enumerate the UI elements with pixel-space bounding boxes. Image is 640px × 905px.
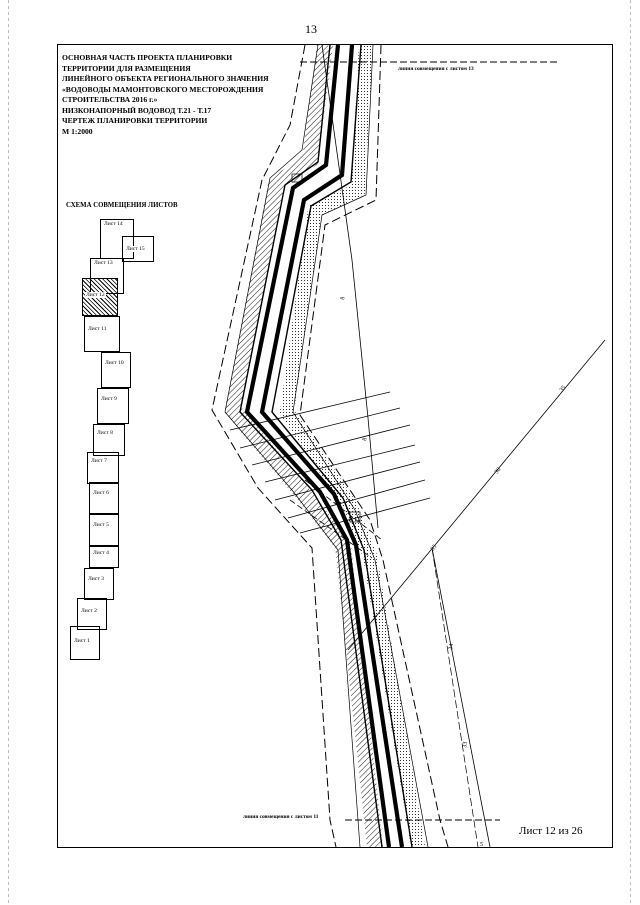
sheet-label: Лист 6 (92, 490, 110, 496)
title-line: ОСНОВНАЯ ЧАСТЬ ПРОЕКТА ПЛАНИРОВКИ (62, 53, 233, 62)
title-line: М 1:2000 (62, 126, 93, 136)
corridor-dots-right (279, 45, 425, 847)
crossing-lines (229, 391, 431, 559)
sheet-label: Лист 3 (87, 576, 105, 582)
drawing-label: 35 (559, 385, 567, 393)
sheet-counter: Лист 12 из 26 (519, 825, 583, 837)
sheet-box-10: Лист 10 (101, 352, 131, 388)
drawing-frame (57, 44, 613, 848)
sheet-label: Лист 2 (80, 608, 98, 614)
match-line-top-label: линия совмещения с листом 13 (398, 66, 474, 72)
title-line: ТЕРРИТОРИИ ДЛЯ РАЗМЕЩЕНИЯ (62, 63, 191, 73)
road-line-main (321, 45, 379, 529)
pipeline-line-1 (244, 45, 392, 847)
sheet-label: Лист 9 (100, 396, 118, 402)
sheet-box-9: Лист 9 (97, 388, 129, 424)
vertical-grid-line (431, 547, 491, 847)
sheet-scheme-title: СХЕМА СОВМЕЩЕНИЯ ЛИСТОВ (66, 202, 178, 209)
drawing-label: 8 (340, 296, 346, 300)
title-line: СТРОИТЕЛЬСТВА 2016 г.» (62, 95, 158, 104)
pipeline-line-2 (259, 45, 405, 847)
detail-mark (349, 511, 361, 523)
title-line: «ВОДОВОДЫ МАМОНТОВСКОГО МЕСТОРОЖДЕНИЯ (62, 84, 264, 94)
detail-mark (291, 173, 303, 183)
title-line: НИЗКОНАПОРНЫЙ ВОДОВОД Т.21 - Т.17 (62, 105, 212, 115)
scan-margin-right (630, 0, 631, 905)
sheet-box-11: Лист 11 (84, 316, 120, 352)
drawing-label: 35 (430, 544, 438, 552)
sheet-box-15: Лист 15 (122, 236, 154, 262)
sheet-label: Лист 8 (96, 430, 114, 436)
drawing-label: 36 (494, 467, 502, 475)
drawing-label: 8 (362, 437, 368, 441)
boundary-dashed-left (211, 45, 337, 847)
sheet-label: Лист 10 (104, 360, 125, 366)
sheet-label: Лист 4 (92, 550, 110, 556)
drawing-label: 34 (448, 643, 455, 650)
page-number: 13 (305, 22, 317, 36)
sheet-box-1: Лист 1 (70, 626, 100, 660)
dashed-grid-line (431, 547, 479, 847)
sheet-label: Лист 15 (125, 246, 146, 252)
pipeline-line-3 (271, 45, 413, 847)
sheet-box-5: Лист 5 (89, 514, 119, 546)
sheet-label: Лист 11 (87, 326, 108, 332)
title-line: ЛИНЕЙНОГО ОБЪЕКТА РЕГИОНАЛЬНОГО ЗНАЧЕНИЯ (62, 74, 269, 83)
sheet-label: Лист 14 (103, 221, 124, 227)
boundary-dashed-right (299, 45, 449, 847)
diagonal-grid-line (347, 339, 606, 651)
sheet-box-2: Лист 2 (77, 598, 107, 630)
sheet-label: Лист 7 (90, 458, 108, 464)
sheet-box-6: Лист 6 (89, 482, 119, 514)
sheet-box-3: Лист 3 (84, 568, 114, 600)
sheet-box-4: Лист 4 (89, 546, 119, 568)
title-line: ЧЕРТЕЖ ПЛАНИРОВКИ ТЕРРИТОРИИ (62, 116, 208, 125)
sheet-box-12-current: Лист 12 (82, 278, 118, 316)
sheet-label: Лист 5 (92, 522, 110, 528)
sheet-label: Лист 12 (85, 292, 106, 298)
drawing-label: 5 (480, 842, 483, 848)
scan-margin-left (8, 0, 9, 905)
pipeline-line-4 (239, 45, 383, 847)
sheet-box-8: Лист 8 (93, 424, 125, 456)
sheet-label: Лист 1 (73, 638, 91, 644)
drawing-label: 33 (462, 741, 469, 748)
sheet-label: Лист 13 (93, 260, 114, 266)
match-line-bottom-label: линия совмещения с листом 11 (243, 814, 319, 820)
corridor-hatch-left (224, 45, 383, 847)
sheet-box-7: Лист 7 (87, 452, 119, 484)
title-block: ОСНОВНАЯ ЧАСТЬ ПРОЕКТА ПЛАНИРОВКИ ТЕРРИТ… (62, 53, 352, 137)
